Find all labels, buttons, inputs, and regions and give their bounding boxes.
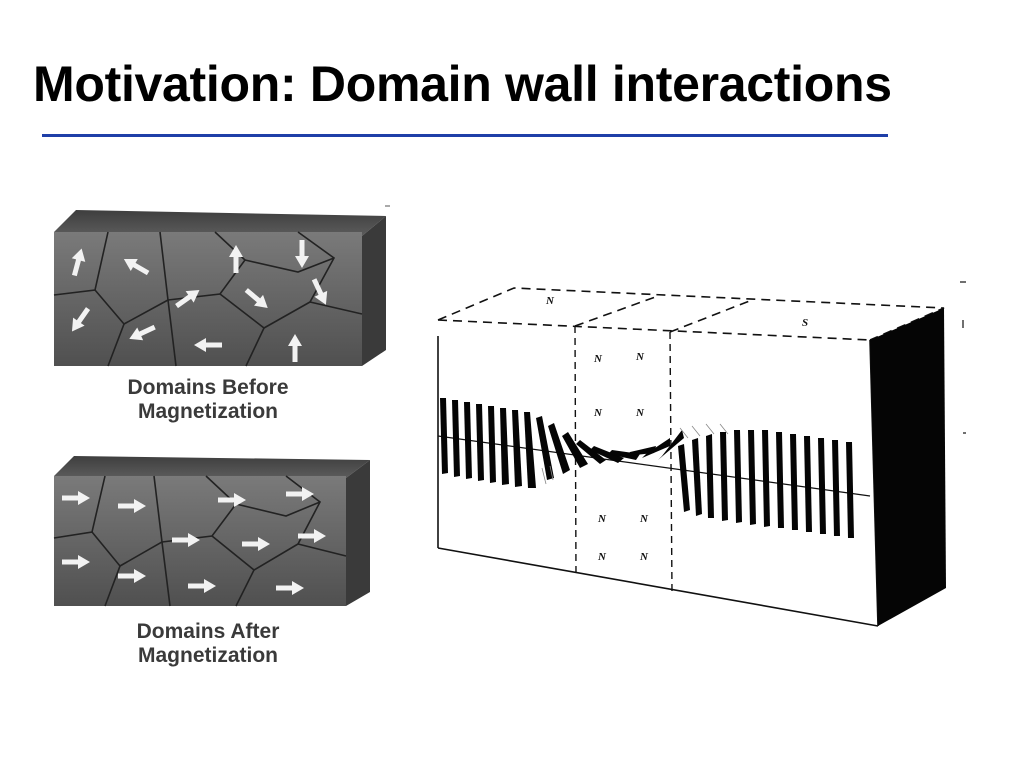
domains-before-block xyxy=(53,205,390,367)
arrow-icon xyxy=(172,533,200,547)
wall-label: N xyxy=(597,513,607,525)
arrow-icon xyxy=(62,491,90,505)
arrow-icon xyxy=(188,579,216,593)
arrow-icon xyxy=(129,324,156,341)
arrow-icon xyxy=(194,338,222,352)
caption-before: Domains Before Magnetization xyxy=(78,376,338,424)
arrow-icon xyxy=(244,288,268,308)
arrow-icon xyxy=(71,248,86,277)
wall-label: N xyxy=(635,407,645,419)
wall-label: N xyxy=(597,551,607,563)
arrow-icon xyxy=(118,569,146,583)
arrow-icon xyxy=(242,537,270,551)
wall-label: N xyxy=(639,513,649,525)
domains-after-block xyxy=(53,456,370,607)
arrow-icon xyxy=(288,334,302,362)
arrow-icon xyxy=(295,240,309,268)
caption-after-line1: Domains After xyxy=(136,620,280,643)
domain-wall-diagram: N S N N N N N N N N xyxy=(437,281,966,627)
wall-label: N xyxy=(635,351,645,363)
slide-title: Motivation: Domain wall interactions xyxy=(33,56,892,112)
arrow-icon xyxy=(62,555,90,569)
arrow-icon xyxy=(123,258,150,276)
wall-label: N xyxy=(639,551,649,563)
arrow-icon xyxy=(175,289,200,309)
arrow-icon xyxy=(311,278,328,305)
wall-label: N xyxy=(593,407,603,419)
top-label-s: S xyxy=(802,317,808,329)
arrow-icon xyxy=(298,529,326,543)
arrow-icon xyxy=(286,487,314,501)
wall-label: N xyxy=(593,353,603,365)
top-label-n: N xyxy=(545,295,555,307)
caption-after-line2: Magnetization xyxy=(138,644,278,667)
arrow-icon xyxy=(218,493,246,507)
caption-before-line2: Magnetization xyxy=(138,400,278,423)
title-underline xyxy=(42,134,888,137)
caption-after: Domains After Magnetization xyxy=(78,620,338,668)
arrow-icon xyxy=(71,307,91,332)
arrow-icon xyxy=(118,499,146,513)
caption-before-line1: Domains Before xyxy=(127,376,289,399)
arrow-icon xyxy=(276,581,304,595)
arrow-icon xyxy=(229,245,243,273)
